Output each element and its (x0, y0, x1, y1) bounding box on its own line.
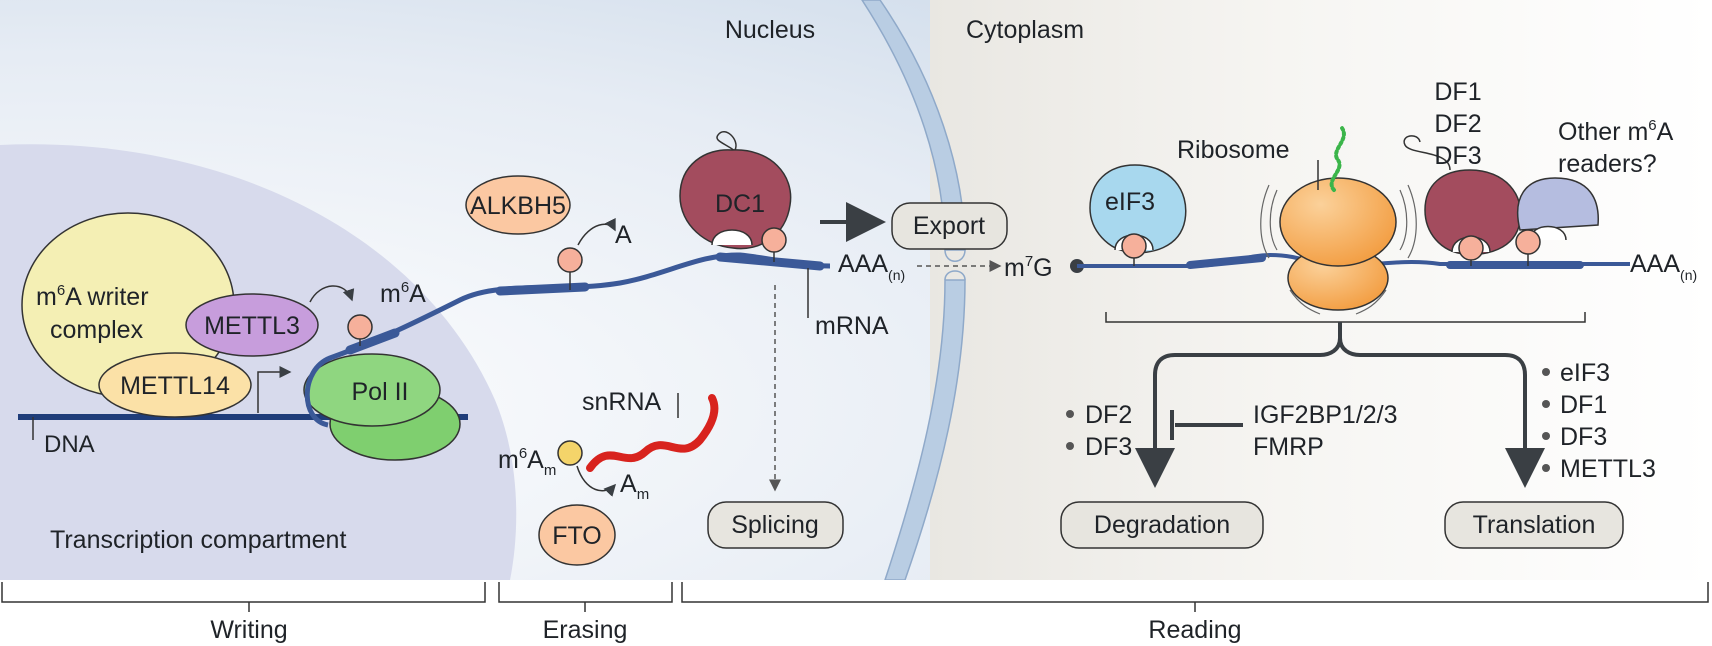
df-label-1: DF1 (1434, 78, 1481, 106)
poly-a-tail-cytoplasm: AAA(n) (1630, 250, 1697, 283)
inhibitor-1: IGF2BP1/2/3 (1253, 401, 1398, 429)
translation-factor-4: METTL3 (1560, 455, 1656, 483)
fto-demethylation-arrow (576, 465, 617, 497)
export-label: Export (913, 212, 985, 240)
a-label: A (615, 221, 632, 249)
translation-factor-2: DF1 (1560, 391, 1607, 419)
snrna-strand (586, 394, 719, 472)
ribosome-label: Ribosome (1177, 136, 1290, 164)
df-label-3: DF3 (1434, 142, 1481, 170)
m6am-site (557, 440, 583, 466)
translation-label: Translation (1473, 511, 1596, 539)
mrna-label: mRNA (815, 312, 889, 340)
reading-label: Reading (1148, 616, 1241, 644)
translation-box (1444, 501, 1624, 549)
dna-label: DNA (44, 431, 95, 458)
poly-a-tail-nuclear: AAA(n) (838, 250, 905, 283)
pol-ii: Pol II (303, 353, 461, 461)
readers-bracket (1105, 312, 1586, 323)
m6a-site-other (1515, 229, 1541, 255)
df-label-2: DF2 (1434, 110, 1481, 138)
export-box (891, 202, 1008, 250)
eif3-label: eIF3 (1105, 188, 1155, 216)
m6a-site-df (1458, 235, 1484, 261)
fto-protein (538, 504, 616, 566)
nascent-peptide (1329, 126, 1346, 192)
methylation-arrow (309, 285, 355, 303)
m7g-cap-label: m7G (1004, 253, 1053, 282)
writer-complex-label-line2: complex (50, 316, 144, 344)
translation-arrow (1338, 337, 1545, 488)
m6a-site-erasing (557, 247, 583, 273)
degradation-box (1060, 501, 1264, 549)
splicing-box (707, 501, 844, 549)
alkbh5-label: ALKBH5 (470, 192, 566, 220)
mettl3-label: METTL3 (204, 312, 300, 340)
writing-label: Writing (210, 616, 287, 644)
writing-bracket (1, 582, 486, 603)
m6a-site-dc1 (761, 227, 787, 253)
cytoplasm-label: Cytoplasm (966, 16, 1084, 44)
erasing-label: Erasing (543, 616, 628, 644)
am-label: Am (620, 470, 649, 503)
fto-label: FTO (552, 522, 602, 550)
inhibitor-2: FMRP (1253, 433, 1324, 461)
pol-ii-label: Pol II (352, 378, 409, 406)
ribosome (1260, 126, 1417, 315)
m6a-site-eif3 (1121, 233, 1147, 259)
other-readers-label-line2: readers? (1558, 150, 1657, 178)
mettl3-protein (185, 293, 319, 357)
demethylation-arrow (577, 217, 616, 246)
degradation-factor-1: DF2 (1085, 401, 1132, 429)
transcription-start-arrow (257, 366, 292, 413)
translation-factor-1: eIF3 (1560, 359, 1610, 387)
m6a-label: m6A (380, 279, 426, 308)
nucleus-label: Nucleus (725, 16, 815, 44)
dc1-label: DC1 (715, 190, 765, 218)
m6a-site-writing (347, 314, 373, 340)
degradation-arrow (1135, 322, 1342, 488)
degradation-factor-2: DF3 (1085, 433, 1132, 461)
splicing-label: Splicing (731, 511, 819, 539)
degradation-label: Degradation (1094, 511, 1230, 539)
snrna-label: snRNA (582, 388, 662, 416)
mettl14-label: METTL14 (120, 372, 230, 400)
m6am-label: m6Am (498, 445, 556, 479)
dc1-reader: DC1 (679, 130, 792, 250)
transcription-compartment-label: Transcription compartment (50, 526, 346, 554)
alkbh5-protein (465, 175, 571, 235)
mettl14-protein (98, 352, 252, 418)
other-readers-label-line1: Other m6A (1558, 117, 1674, 146)
translation-factor-3: DF3 (1560, 423, 1607, 451)
writer-complex-label-line1: m6A writer (36, 282, 149, 311)
